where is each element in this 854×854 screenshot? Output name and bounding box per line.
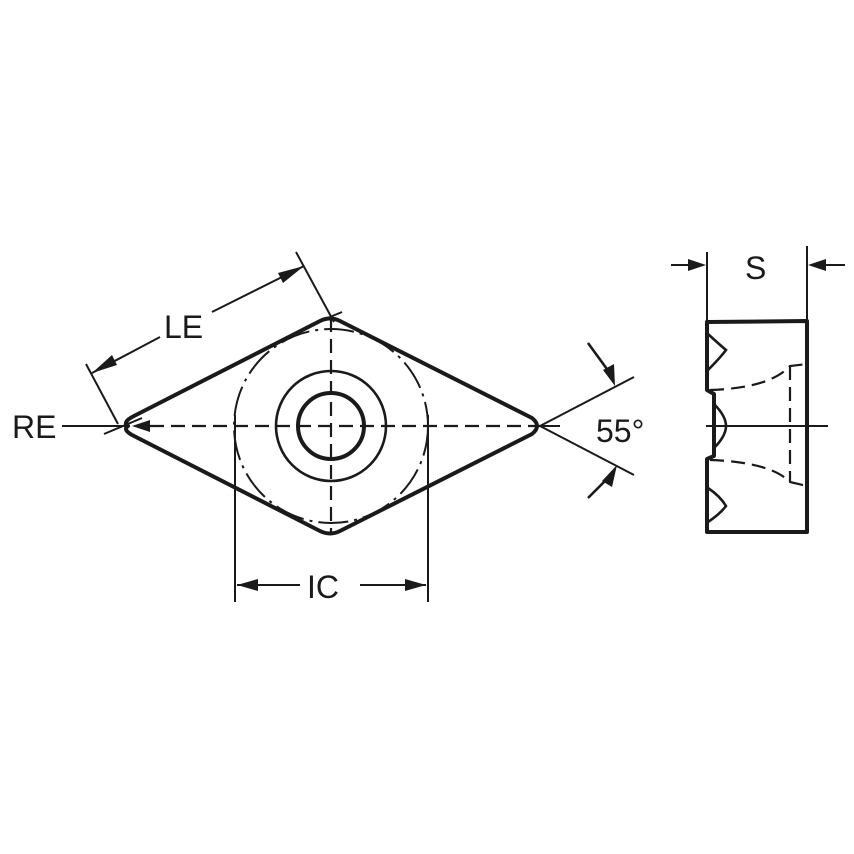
hidden-hole-upper xyxy=(709,362,808,392)
angle-arrow-upper xyxy=(603,364,615,386)
side-view: S xyxy=(671,246,845,534)
groove-top xyxy=(707,333,728,371)
re-tick xyxy=(103,417,143,435)
le-extension-left xyxy=(85,363,119,425)
angle-line-lower xyxy=(539,425,635,476)
angle-arrow-lower xyxy=(602,465,617,487)
angle-line-upper xyxy=(539,376,635,427)
angle-label: 55° xyxy=(596,413,644,449)
le-extension-right xyxy=(295,251,335,323)
ic-arrow-left xyxy=(237,579,258,591)
le-arrow-right xyxy=(278,266,304,283)
groove-bottom xyxy=(707,486,728,524)
s-arrow-right xyxy=(808,259,826,271)
re-label: RE xyxy=(12,409,56,445)
hidden-hole-lower xyxy=(709,458,808,488)
le-arrow-left xyxy=(92,355,117,373)
re-arrow xyxy=(132,420,150,432)
ic-arrow-right xyxy=(405,579,426,591)
s-label: S xyxy=(745,250,766,286)
le-tick-top xyxy=(317,311,343,323)
ic-label: IC xyxy=(307,569,339,605)
le-label: LE xyxy=(164,309,203,345)
s-arrow-left xyxy=(688,259,706,271)
top-view: LE RE IC 55° xyxy=(12,251,644,605)
